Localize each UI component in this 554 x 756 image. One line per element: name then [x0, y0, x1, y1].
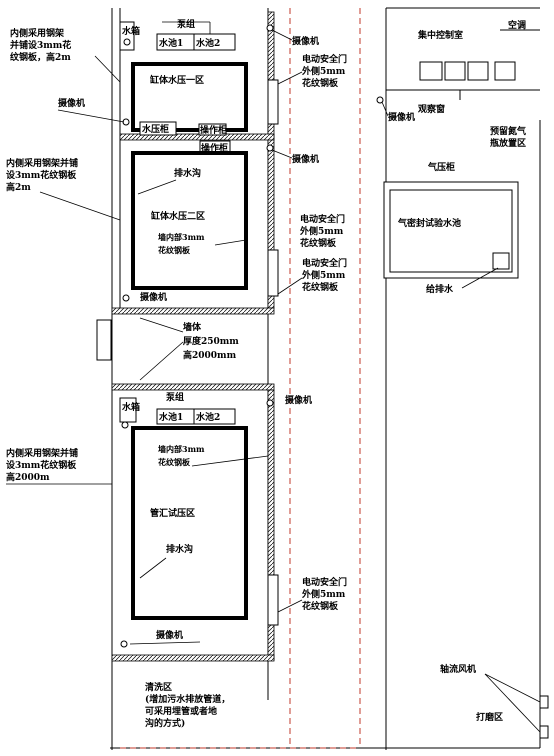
camera-label-2: 摄像机	[58, 97, 85, 109]
plan-text: 外侧5mm	[299, 225, 344, 237]
hatched-walls-upper	[111, 11, 275, 315]
control-room: 集中控制室 空调 观察窗 预留氮气 瓶放置区	[386, 19, 540, 149]
door-notes: 电动安全门 外侧5mm 花纹钢板 电动安全门 外侧5mm 花纹钢板 电动安全门 …	[277, 53, 347, 613]
plan-text: 电动安全门	[302, 257, 347, 269]
operation-cabinet-1	[198, 123, 227, 136]
plan-text: 高2000mm	[183, 349, 237, 361]
wall-segment	[96, 319, 112, 361]
left-notes: 内侧采用钢架 并铺设3mm花 纹钢板，高2m 内侧采用钢架并铺 设3mm花纹钢板…	[6, 27, 121, 485]
pool2-label: 水池2	[196, 37, 220, 49]
camera-label-1: 摄像机	[292, 35, 319, 47]
operation-cabinet-1-label: 操作柜	[200, 124, 227, 136]
airtight-pool-inner	[389, 189, 513, 273]
dashed-lane	[120, 8, 361, 749]
camera-label-7: 摄像机	[388, 111, 415, 123]
pump-group-label-2: 泵组	[166, 391, 184, 403]
pool1-label-2: 水池1	[159, 411, 183, 423]
inner-wall-note-1a: 墙内部3mm	[158, 232, 205, 242]
plan-text: 花纹钢板	[300, 237, 337, 249]
water-tank-label: 水箱	[122, 25, 140, 37]
airtight-pool-label: 气密封试验水池	[397, 217, 461, 229]
plan-text: 电动安全门	[302, 53, 347, 65]
plan-text: 墙体	[183, 321, 202, 333]
note-top-2: 并铺设3mm花	[10, 39, 71, 51]
plan-text: 可采用埋管或者地	[145, 705, 217, 717]
plan-text: 电动安全门	[300, 213, 345, 225]
wash-zone-note: 清洗区 (增加污水排放管道， 可采用埋管或者地 沟的方式)	[145, 681, 230, 729]
pressure-cabinet-1-label: 水压柜	[142, 123, 169, 135]
cylinder-zone2-room	[131, 151, 248, 290]
water-supply-label: 给排水	[426, 283, 454, 295]
plan-text: 花纹钢板	[302, 77, 339, 89]
note-top-3: 纹钢板，高2m	[10, 51, 71, 63]
plan-text: 厚度250mm	[183, 335, 239, 347]
plan-text: 清洗区	[145, 681, 172, 693]
exhaust-fan-label: 轴流风机	[440, 663, 476, 675]
cylinder-zone2-label: 缸体水压二区	[150, 210, 205, 222]
note-mid-1: 内侧采用钢架并铺	[6, 157, 78, 169]
nitrogen-label-2: 瓶放置区	[490, 137, 526, 149]
pump-group-label: 泵组	[177, 18, 195, 30]
drain-ditch-label-1: 排水沟	[174, 167, 201, 179]
cylinder-zone1-room	[131, 62, 248, 132]
inner-wall-note-2b: 花纹钢板	[158, 457, 191, 467]
camera-label-6: 摄像机	[156, 629, 183, 641]
camera-label-3: 摄像机	[292, 153, 319, 165]
plan-text: 外侧5mm	[301, 269, 346, 281]
pool2-label-2: 水池2	[196, 411, 220, 423]
upper-pump-area: 水箱 水池1 水池2 泵组	[119, 18, 236, 51]
camera-label-5: 摄像机	[285, 394, 312, 406]
safety-doors	[267, 79, 279, 626]
aircon-label: 空调	[508, 19, 526, 31]
plan-text: 花纹钢板	[302, 600, 339, 612]
note-bot-1: 内侧采用钢架并铺	[6, 447, 78, 459]
pool1-label: 水池1	[159, 37, 183, 49]
grinding-zone-label: 打磨区	[476, 711, 503, 723]
cylinder-zone1-label: 缸体水压一区	[149, 74, 204, 86]
note-bot-2: 设3mm花纹钢板	[6, 459, 77, 471]
plan-text: 外侧5mm	[301, 65, 346, 77]
drain-ditch-label-2: 排水沟	[166, 543, 193, 555]
note-mid-3: 高2m	[6, 181, 31, 193]
water-tank-label-2: 水箱	[122, 401, 140, 413]
plan-text: (增加污水排放管道，	[145, 693, 230, 705]
observation-window-label: 观察窗	[418, 103, 445, 115]
pressure-cabinet-1	[139, 121, 177, 136]
lower-pump-area: 水箱 水池1 水池2 泵组	[119, 391, 236, 425]
exhaust-fans	[484, 673, 549, 739]
control-room-label: 集中控制室	[417, 29, 463, 41]
plan-text: 花纹钢板	[302, 281, 339, 293]
plan-text: 电动安全门	[302, 576, 347, 588]
manifold-zone-label: 管汇试压区	[150, 507, 195, 519]
camera-label-4: 摄像机	[140, 291, 167, 303]
inner-wall-note-1b: 花纹钢板	[158, 245, 191, 255]
note-mid-2: 设3mm花纹钢板	[6, 169, 77, 181]
hatched-walls-lower	[111, 383, 275, 662]
drain-box	[492, 252, 510, 270]
wall-note: 墙体 厚度250mm 高2000mm	[139, 317, 239, 381]
nitrogen-label-1: 预留氮气	[490, 125, 526, 137]
plan-text: 外侧5mm	[301, 588, 346, 600]
plan-text: 沟的方式)	[145, 717, 185, 729]
manifold-zone-room	[131, 426, 248, 620]
air-pressure-label: 气压柜	[427, 161, 455, 173]
note-bot-3: 高2000m	[6, 471, 50, 483]
inner-wall-note-2a: 墙内部3mm	[158, 444, 205, 454]
note-top-1: 内侧采用钢架	[10, 27, 64, 39]
